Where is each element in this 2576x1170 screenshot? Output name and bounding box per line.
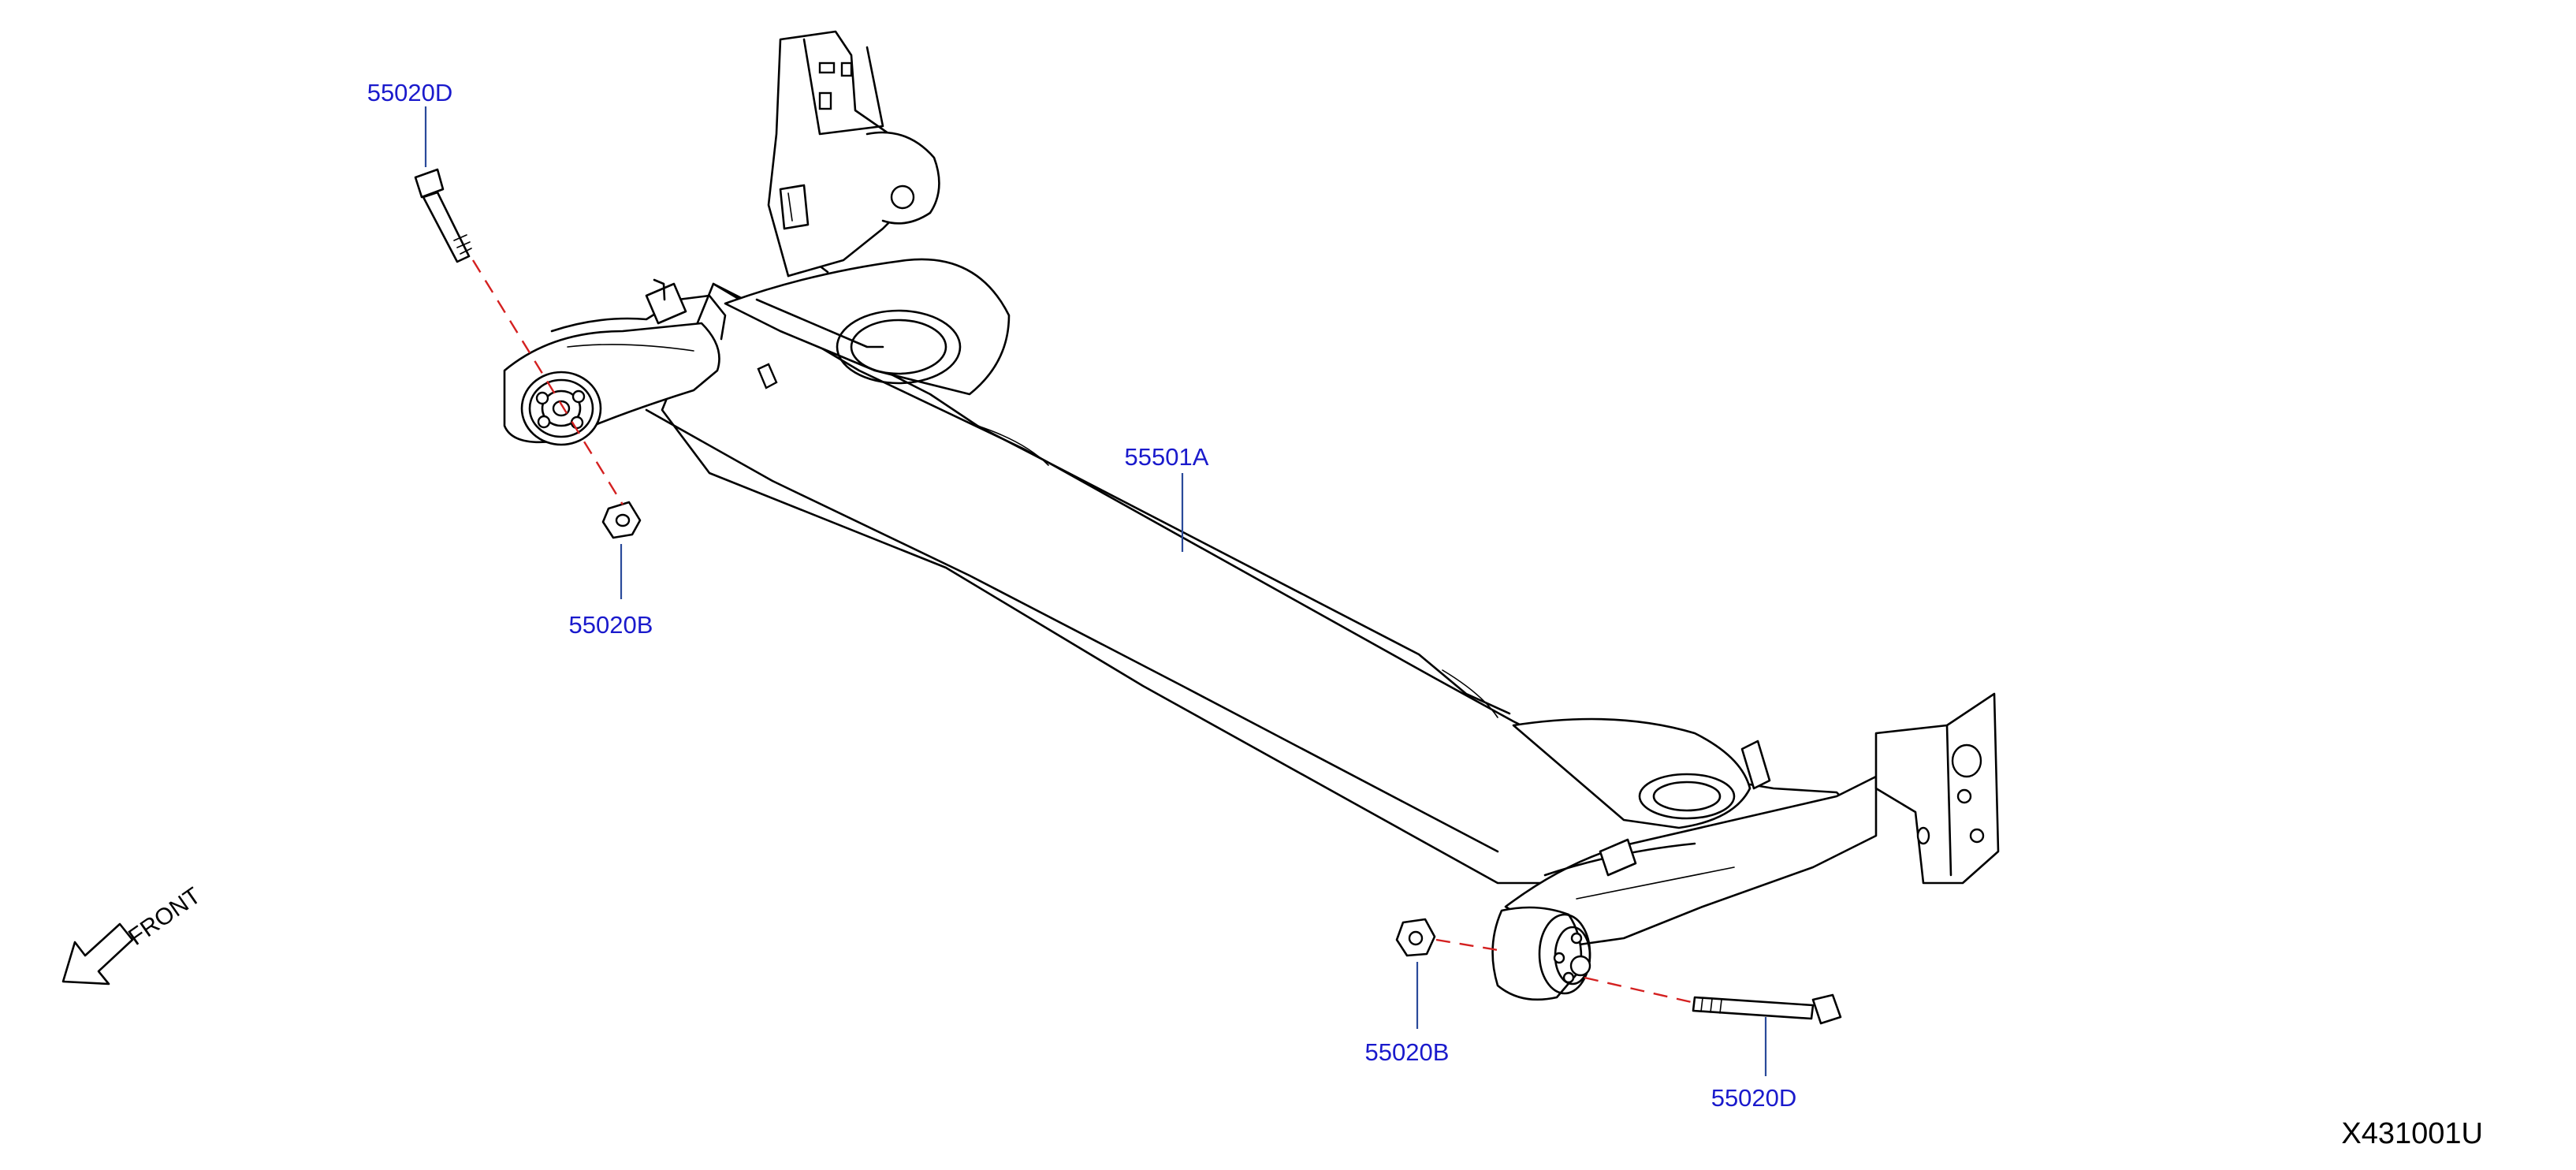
right-bolt <box>1692 993 1842 1025</box>
right-trailing-arm <box>1504 775 1878 948</box>
left-shock-bracket <box>767 30 940 278</box>
right-fastener-axis <box>1435 938 1696 1004</box>
label-beam: 55501A <box>1125 443 1209 471</box>
label-bolt-right: 55020D <box>1711 1084 1797 1112</box>
left-fastener-axis <box>471 259 624 505</box>
right-axis-dash-bolt <box>1584 976 1696 1004</box>
right-axis-dash-nut <box>1435 938 1498 952</box>
front-indicator: FRONT <box>61 882 206 986</box>
right-nut <box>1395 918 1436 957</box>
label-nut-left: 55020B <box>569 611 653 639</box>
front-arrow-icon <box>61 922 134 986</box>
diagram-code: X431001U <box>2341 1117 2483 1150</box>
left-bushing <box>520 371 602 446</box>
left-spring-seat <box>724 258 1011 396</box>
right-spring-seat <box>1512 717 1771 829</box>
right-shock-bracket <box>1874 692 2000 885</box>
part-labels: 55020D 55020B 55501A 55020B 55020D <box>367 79 1797 1112</box>
label-nut-right: 55020B <box>1365 1038 1450 1066</box>
right-bushing <box>1491 906 1591 1001</box>
left-bolt <box>414 168 472 263</box>
leader-lines <box>424 106 1767 1076</box>
label-bolt-left: 55020D <box>367 79 453 106</box>
left-nut <box>601 501 642 539</box>
left-axis-dash <box>471 259 624 505</box>
front-label: FRONT <box>124 882 206 950</box>
